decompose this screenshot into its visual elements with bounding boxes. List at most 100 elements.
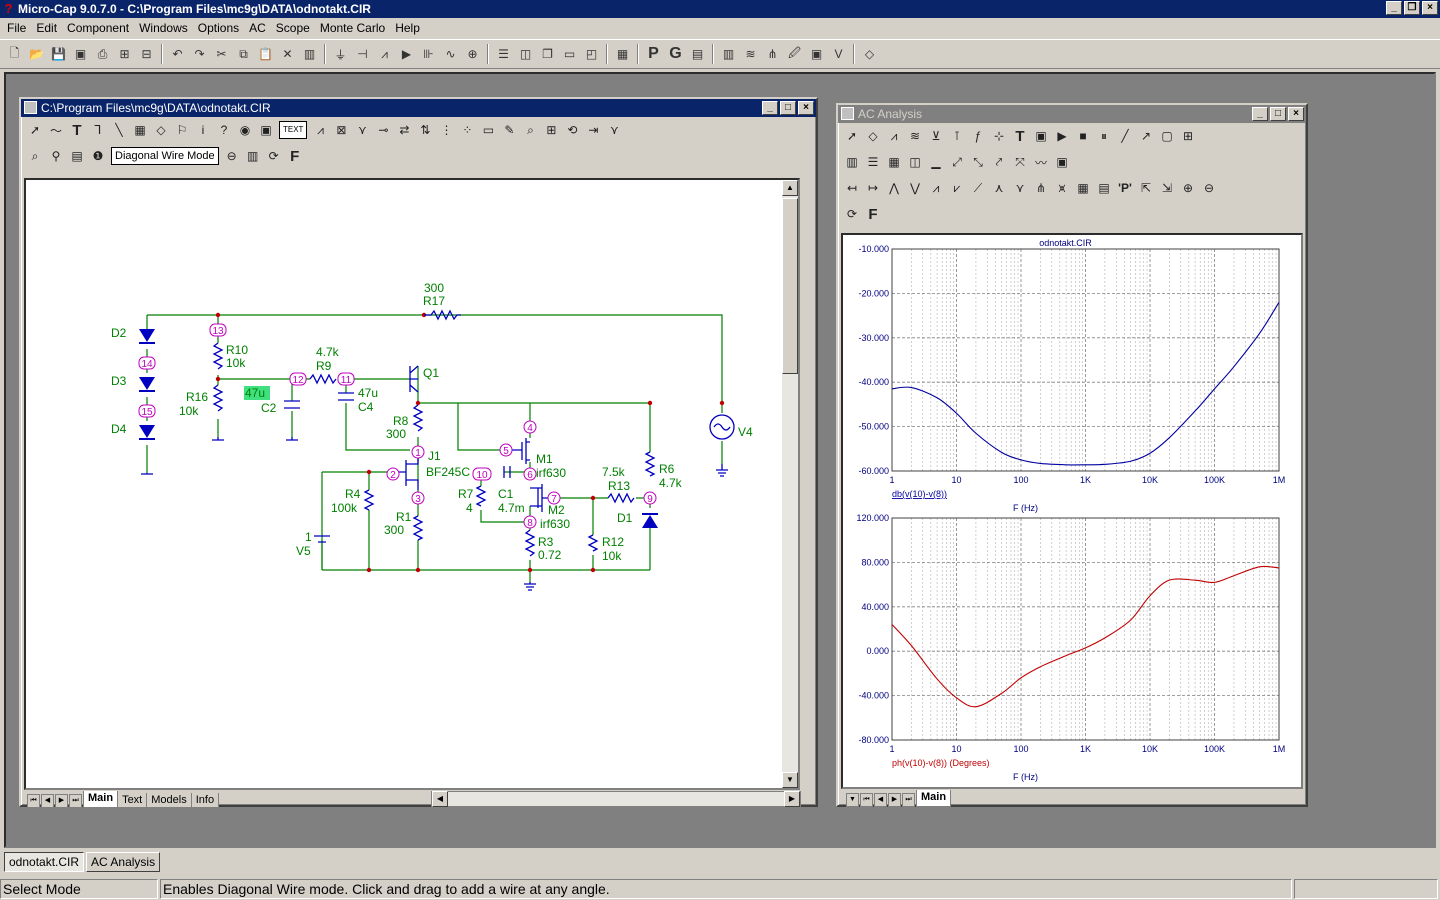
diode-component-icon[interactable]: ▶ bbox=[401, 47, 412, 61]
zoom-out-icon[interactable]: ⊖ bbox=[226, 149, 237, 163]
select-arrow-icon[interactable]: ➚ bbox=[29, 123, 41, 137]
wave-icon[interactable]: 〜 bbox=[49, 123, 62, 138]
mirror-icon[interactable]: ⇅ bbox=[420, 123, 431, 137]
help-icon[interactable]: ? bbox=[220, 123, 228, 137]
schematic-vertical-scrollbar[interactable]: ▲ ▼ bbox=[782, 180, 798, 788]
tab-text[interactable]: Text bbox=[117, 793, 148, 808]
tab-last-icon[interactable]: ⏭ bbox=[69, 794, 82, 808]
p-format-icon[interactable]: 'P' bbox=[1118, 181, 1132, 195]
border-icon[interactable]: ▭ bbox=[482, 123, 495, 137]
paste-icon[interactable]: 📋 bbox=[258, 47, 273, 61]
component-library-icon[interactable]: ▥ bbox=[722, 47, 735, 61]
high-icon[interactable]: ⩘ bbox=[932, 180, 940, 195]
redo-icon[interactable]: ↷ bbox=[194, 47, 205, 61]
run-icon[interactable]: ▶ bbox=[1057, 129, 1067, 143]
arrow-line-icon[interactable]: ↗ bbox=[1140, 129, 1152, 143]
analysis-select-icon[interactable]: ➚ bbox=[846, 129, 858, 143]
cursor-2-icon[interactable]: ⤤ bbox=[995, 154, 1003, 169]
disabled-tool-icon[interactable]: ◇ bbox=[864, 47, 875, 61]
inflect-icon[interactable]: ⋔ bbox=[1035, 181, 1047, 195]
warning-icon[interactable]: ❶ bbox=[92, 149, 104, 163]
palette-icon[interactable]: ▦ bbox=[1077, 181, 1089, 195]
vd-icon[interactable]: V bbox=[834, 47, 843, 61]
p-icon[interactable]: P bbox=[648, 45, 659, 62]
diagonal-wire-icon[interactable]: ╲ bbox=[115, 123, 123, 137]
analysis-maximize-button[interactable]: □ bbox=[1270, 107, 1286, 121]
schematic-close-button[interactable]: × bbox=[798, 101, 814, 115]
box-icon[interactable]: ▢ bbox=[1161, 129, 1173, 143]
schematic-minimize-button[interactable]: _ bbox=[762, 101, 778, 115]
copy-icon[interactable]: ⧉ bbox=[239, 46, 248, 61]
table-icon[interactable]: ▤ bbox=[1098, 181, 1110, 195]
flip-icon[interactable]: ⇄ bbox=[399, 123, 410, 137]
menu-component[interactable]: Component bbox=[67, 21, 130, 35]
menu-windows[interactable]: Windows bbox=[139, 21, 188, 35]
slope-icon[interactable]: ⟋ bbox=[973, 180, 983, 195]
cursor-1-icon[interactable]: ⤡ bbox=[973, 154, 983, 169]
scroll-down-arrow-icon[interactable]: ▼ bbox=[782, 772, 798, 788]
analysis-text-icon[interactable]: T bbox=[1015, 127, 1025, 145]
menu-monte-carlo[interactable]: Monte Carlo bbox=[319, 21, 386, 35]
grid-style-4-icon[interactable]: ◫ bbox=[909, 155, 921, 169]
dots-grid-icon[interactable]: ⁘ bbox=[462, 123, 473, 137]
image-icon[interactable]: ▣ bbox=[1056, 155, 1068, 169]
scroll-up-arrow-icon[interactable]: ▲ bbox=[782, 180, 798, 196]
fx-icon[interactable]: ƒ bbox=[974, 129, 982, 143]
flag-icon[interactable]: ⚐ bbox=[176, 123, 188, 137]
close-button[interactable]: × bbox=[1422, 1, 1438, 15]
info-icon[interactable]: i bbox=[201, 123, 205, 137]
tab-first-icon[interactable]: ⏮ bbox=[27, 794, 40, 808]
text-button[interactable]: TEXT bbox=[279, 121, 308, 139]
curve-icon[interactable]: ≋ bbox=[909, 129, 921, 143]
grid-style-1-icon[interactable]: ▥ bbox=[846, 155, 858, 169]
zoom-in-icon[interactable]: ⊕ bbox=[1182, 181, 1194, 195]
save-all-icon[interactable]: ▣ bbox=[74, 47, 87, 61]
attribute-icon[interactable]: ✎ bbox=[504, 123, 515, 137]
menu-help[interactable]: Help bbox=[395, 21, 420, 35]
battery-component-icon[interactable]: ⊪ bbox=[423, 47, 434, 61]
rotate-icon[interactable]: ⟲ bbox=[567, 123, 578, 137]
pin-icon[interactable]: ⊸ bbox=[378, 123, 389, 137]
cursor-right-icon[interactable]: ↦ bbox=[867, 181, 879, 195]
analysis-grid-icon[interactable]: ⊞ bbox=[1182, 129, 1194, 143]
scroll-thumb[interactable] bbox=[782, 198, 798, 374]
schematic-horizontal-scrollbar[interactable]: ◀ ▶ bbox=[431, 791, 801, 807]
shapes-icon[interactable]: ◇ bbox=[156, 123, 166, 137]
capacitor-component-icon[interactable]: ⊣ bbox=[357, 47, 368, 61]
grid-style-2-icon[interactable]: ☰ bbox=[867, 155, 879, 169]
tile-vertical-icon[interactable]: ◫ bbox=[519, 47, 532, 61]
text-tool-icon[interactable]: T bbox=[72, 121, 82, 139]
analysis-tab-last-icon[interactable]: ⏭ bbox=[902, 793, 915, 807]
menu-options[interactable]: Options bbox=[197, 21, 240, 35]
menu-scope[interactable]: Scope bbox=[275, 21, 310, 35]
analysis-tab-dropdown-icon[interactable]: ▼ bbox=[846, 793, 859, 807]
calculator-icon[interactable]: ▦ bbox=[616, 47, 629, 61]
probe-icon[interactable]: 🖉 bbox=[788, 45, 801, 60]
present-icon[interactable]: ▤ bbox=[71, 149, 83, 163]
open-file-icon[interactable]: 📂 bbox=[29, 47, 44, 61]
node-icon[interactable]: ◉ bbox=[239, 123, 251, 137]
analysis-minimize-button[interactable]: _ bbox=[1252, 107, 1268, 121]
new-file-icon[interactable]: 🗋 bbox=[9, 45, 20, 60]
scroll-right-arrow-icon[interactable]: ▶ bbox=[784, 791, 800, 807]
windows-icon[interactable]: ⊟ bbox=[141, 47, 152, 61]
voltage-display-icon[interactable]: ⩘ bbox=[317, 122, 324, 137]
monitor-icon[interactable]: ▣ bbox=[810, 47, 823, 61]
resistor-component-icon[interactable]: ⩘ bbox=[381, 46, 388, 61]
cursor-left-icon[interactable]: ↤ bbox=[846, 181, 858, 195]
split-window-icon[interactable]: ◰ bbox=[585, 47, 598, 61]
current-display-icon[interactable]: ⊠ bbox=[336, 123, 347, 137]
window-icon[interactable]: ▭ bbox=[563, 47, 576, 61]
clear-icon[interactable]: ✕ bbox=[282, 47, 293, 61]
vd-tool-icon[interactable]: ⋎ bbox=[610, 123, 619, 137]
waveform-dim-icon[interactable]: 〰 bbox=[1034, 155, 1047, 170]
analysis-shapes-icon[interactable]: ◇ bbox=[868, 129, 878, 143]
group-icon[interactable]: ⊞ bbox=[546, 123, 557, 137]
cursor-tool-2-icon[interactable]: ⇲ bbox=[1161, 181, 1173, 195]
min-icon[interactable]: ⋏ bbox=[994, 181, 1004, 195]
analysis-tab-prev-icon[interactable]: ◀ bbox=[874, 793, 887, 807]
cut-icon[interactable]: ✂ bbox=[216, 47, 227, 61]
disabled-refresh-icon[interactable]: ⟳ bbox=[846, 207, 858, 221]
axis-icon[interactable]: ▁ bbox=[931, 155, 941, 169]
